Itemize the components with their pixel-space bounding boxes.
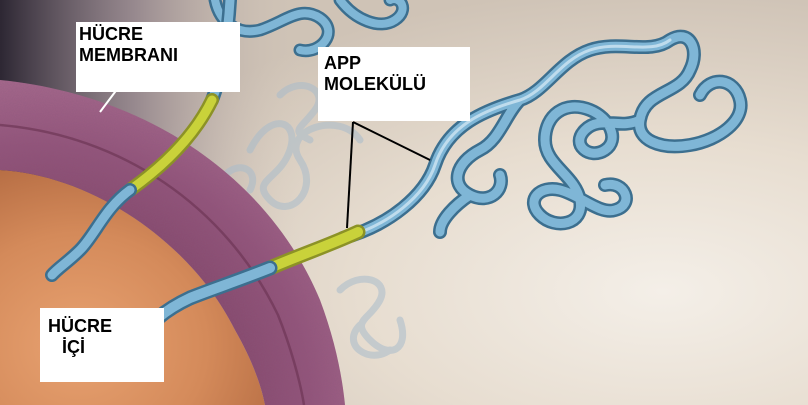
cell-membrane-label-line2: MEMBRANI	[79, 45, 240, 66]
cell-membrane-label-line1: HÜCRE	[79, 24, 240, 45]
app-molecule-label: APP MOLEKÜLÜ	[318, 47, 470, 121]
cell-interior-label-line2: İÇİ	[48, 337, 164, 358]
app-molecule-label-line2: MOLEKÜLÜ	[324, 74, 470, 95]
cell-interior-label: HÜCRE İÇİ	[40, 308, 164, 382]
app-molecule-label-line1: APP	[324, 53, 470, 74]
cell-membrane-label: HÜCRE MEMBRANI	[76, 22, 240, 92]
cell-interior-label-line1: HÜCRE	[48, 316, 164, 337]
